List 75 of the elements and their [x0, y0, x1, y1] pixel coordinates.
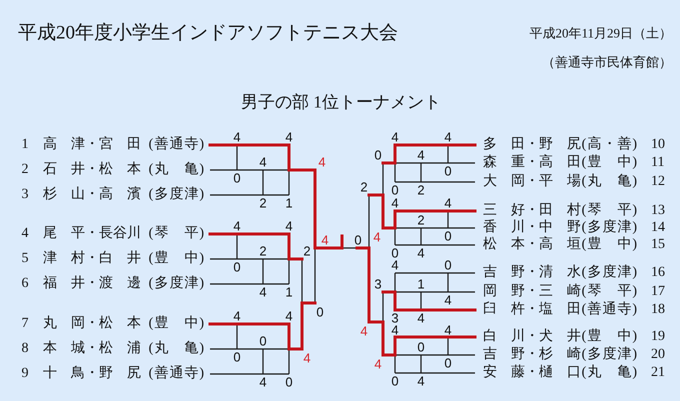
entry-number: 1 [22, 138, 28, 152]
team-name: (丸 亀) [148, 342, 205, 356]
player-names: 白 川・犬 井 [483, 330, 581, 344]
team-name: (豊 中) [148, 317, 205, 331]
entry-number: 9 [22, 367, 28, 381]
entry-number: 7 [22, 317, 28, 331]
player-names: 臼 杵・塩 田 [483, 303, 581, 317]
entry-number: 15 [651, 238, 665, 252]
player-names: 大 岡・平 場 [483, 175, 581, 189]
team-name: (善通寺) [582, 303, 638, 317]
player-names: 吉 野・杉 崎 [483, 348, 581, 362]
team-name: (琴 平) [582, 285, 638, 299]
score: 4 [233, 132, 241, 142]
player-names: 多 田・野 尻 [483, 138, 581, 152]
player-names: 高 津・宮 田 [43, 138, 141, 152]
team-name: (善通寺) [148, 367, 205, 381]
entry-number: 18 [651, 303, 665, 317]
team-name: (多度津) [582, 348, 638, 362]
entry-number: 3 [22, 188, 28, 202]
entry-number: 20 [651, 348, 665, 362]
player-names: 森 重・高 田 [483, 156, 581, 170]
player-names: 香 川・中 野 [483, 221, 581, 235]
score: 4 [259, 376, 267, 388]
team-name: (善通寺) [148, 138, 205, 152]
entry-number: 16 [651, 266, 665, 280]
player-names: 安 藤・樋 口 [483, 366, 581, 380]
entry-number: 13 [651, 204, 665, 218]
team-name: (高・善) [582, 138, 638, 152]
score: 4 [417, 376, 425, 386]
player-names: 十 鳥・野 尻 [43, 367, 141, 381]
entry-number: 12 [651, 175, 665, 189]
team-name: (丸 亀) [148, 163, 205, 177]
venue-name: （善通寺市民体育館） [542, 56, 672, 68]
score: 4 [285, 132, 293, 142]
entry-number: 6 [22, 277, 28, 291]
player-names: 三 好・田 村 [483, 204, 581, 218]
team-name: (豊 中) [582, 238, 638, 252]
score: 0 [391, 376, 399, 386]
entry-number: 17 [651, 285, 665, 299]
team-name: (豊 中) [582, 156, 638, 170]
team-name: (丸 亀) [582, 366, 638, 380]
entry-number: 10 [651, 138, 665, 152]
score: 4 [444, 132, 452, 142]
entry-number: 14 [651, 221, 665, 235]
team-name: (多度津) [582, 266, 638, 280]
tournament-title: 平成20年度小学生インドアソフトテニス大会 [18, 24, 398, 42]
player-names: 丸 岡・松 本 [43, 317, 141, 331]
entry-number: 19 [651, 330, 665, 344]
team-name: (多度津) [148, 188, 205, 202]
entry-number: 4 [22, 227, 28, 241]
player-names: 津 村・白 井 [43, 252, 141, 266]
player-names: 吉 野・清 水 [483, 266, 581, 280]
player-names: 松 本・高 垣 [483, 238, 581, 252]
player-names: 石 井・松 本 [43, 163, 141, 177]
player-names: 本 城・松 浦 [43, 342, 141, 356]
team-name: (多度津) [148, 277, 205, 291]
entry-number: 8 [22, 342, 28, 356]
player-names: 岡 野・三 崎 [483, 285, 581, 299]
team-name: (豊 中) [582, 330, 638, 344]
player-names: 福 井・渡 邊 [43, 277, 141, 291]
team-name: (琴 平) [148, 227, 205, 241]
entry-number: 11 [651, 156, 664, 170]
player-names: 尾 平・長谷川 [43, 227, 141, 241]
player-names: 杉 山・高 濱 [43, 188, 141, 202]
team-name: (丸 亀) [582, 175, 638, 189]
entry-number: 2 [22, 163, 28, 177]
event-date: 平成20年11月29日（土） [529, 26, 672, 40]
team-name: (豊 中) [148, 252, 205, 266]
entry-number: 21 [651, 366, 665, 380]
team-name: (琴 平) [582, 204, 638, 218]
bracket-title: 男子の部 1位トーナメント [241, 94, 441, 110]
entry-number: 5 [22, 252, 28, 266]
score: 0 [285, 376, 293, 388]
team-name: (多度津) [582, 221, 638, 235]
score: 4 [391, 132, 399, 142]
